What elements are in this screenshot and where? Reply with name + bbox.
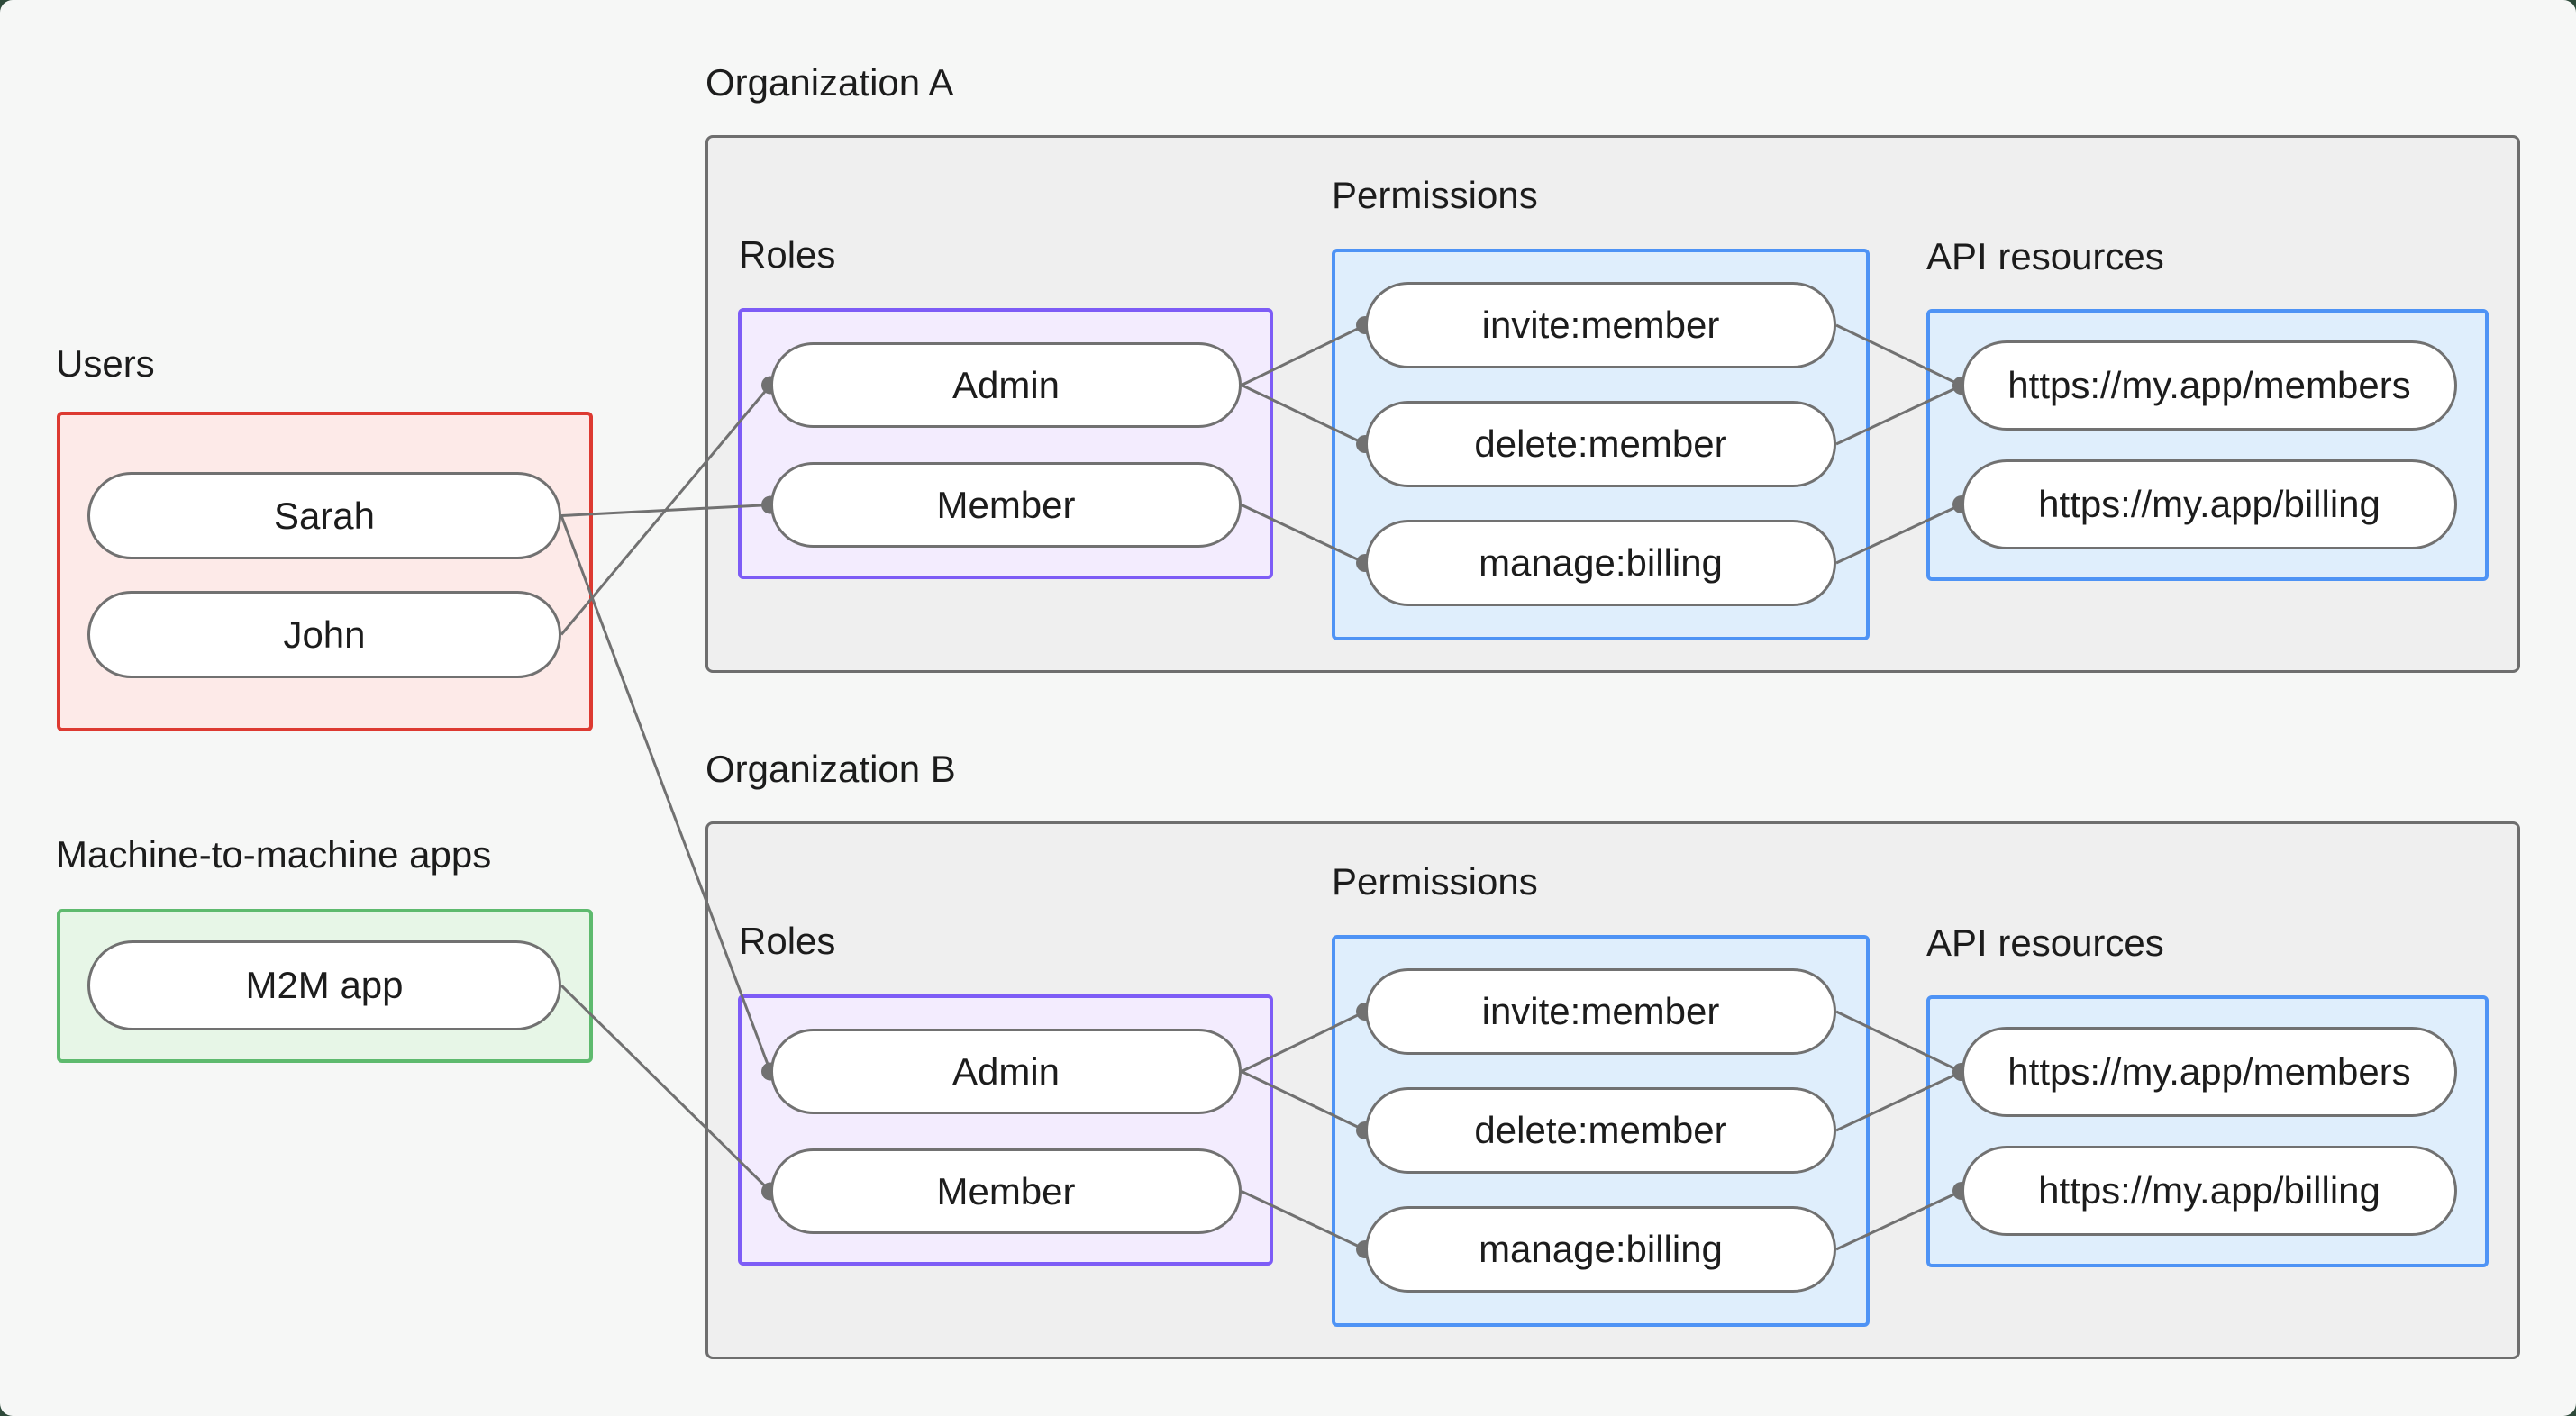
- node-org-a-manage-billing: manage:billing: [1365, 520, 1836, 606]
- node-label: John: [283, 613, 366, 656]
- node-label: M2M app: [245, 964, 404, 1006]
- node-org-a-billing-api: https://my.app/billing: [1962, 459, 2457, 549]
- node-org-b-invite-member: invite:member: [1365, 968, 1836, 1055]
- node-org-a-delete-member: delete:member: [1365, 401, 1836, 487]
- node-label: https://my.app/members: [2007, 1050, 2411, 1093]
- node-org-a-members-api: https://my.app/members: [1962, 340, 2457, 431]
- node-label: manage:billing: [1479, 541, 1723, 584]
- node-org-b-manage-billing: manage:billing: [1365, 1206, 1836, 1293]
- org-a-api-resources-label: API resources: [1926, 235, 2164, 277]
- node-org-a-invite-member: invite:member: [1365, 282, 1836, 368]
- node-label: Sarah: [273, 494, 376, 537]
- node-john: John: [87, 591, 561, 678]
- node-label: Member: [936, 1169, 1076, 1212]
- org-a-roles-label: Roles: [739, 233, 836, 276]
- m2m-group-label: Machine-to-machine apps: [56, 833, 492, 876]
- node-label: invite:member: [1481, 304, 1720, 346]
- node-sarah: Sarah: [87, 472, 561, 559]
- node-org-b-billing-api: https://my.app/billing: [1962, 1146, 2457, 1236]
- node-label: invite:member: [1481, 990, 1720, 1032]
- node-label: delete:member: [1474, 422, 1727, 465]
- node-label: https://my.app/billing: [2038, 1169, 2380, 1212]
- node-org-b-delete-member: delete:member: [1365, 1087, 1836, 1174]
- node-label: Admin: [951, 363, 1060, 406]
- node-org-b-members-api: https://my.app/members: [1962, 1027, 2457, 1117]
- org-b-label: Organization B: [705, 748, 956, 790]
- node-org-a-admin: Admin: [770, 342, 1242, 428]
- node-label: Admin: [951, 1049, 1060, 1093]
- org-a-label: Organization A: [705, 61, 954, 104]
- node-label: https://my.app/billing: [2038, 483, 2380, 525]
- users-group-box: [57, 412, 593, 731]
- node-label: manage:billing: [1479, 1228, 1723, 1270]
- node-m2m-app: M2M app: [87, 940, 561, 1030]
- node-label: Member: [936, 483, 1076, 526]
- users-group-label: Users: [56, 342, 155, 385]
- org-b-roles-label: Roles: [739, 920, 836, 962]
- org-b-permissions-label: Permissions: [1332, 860, 1538, 903]
- org-b-api-resources-label: API resources: [1926, 921, 2164, 964]
- node-org-b-admin: Admin: [770, 1029, 1242, 1114]
- node-org-a-member: Member: [770, 462, 1242, 548]
- node-org-b-member: Member: [770, 1148, 1242, 1234]
- node-label: delete:member: [1474, 1109, 1727, 1151]
- org-a-permissions-label: Permissions: [1332, 174, 1538, 216]
- node-label: https://my.app/members: [2007, 364, 2411, 406]
